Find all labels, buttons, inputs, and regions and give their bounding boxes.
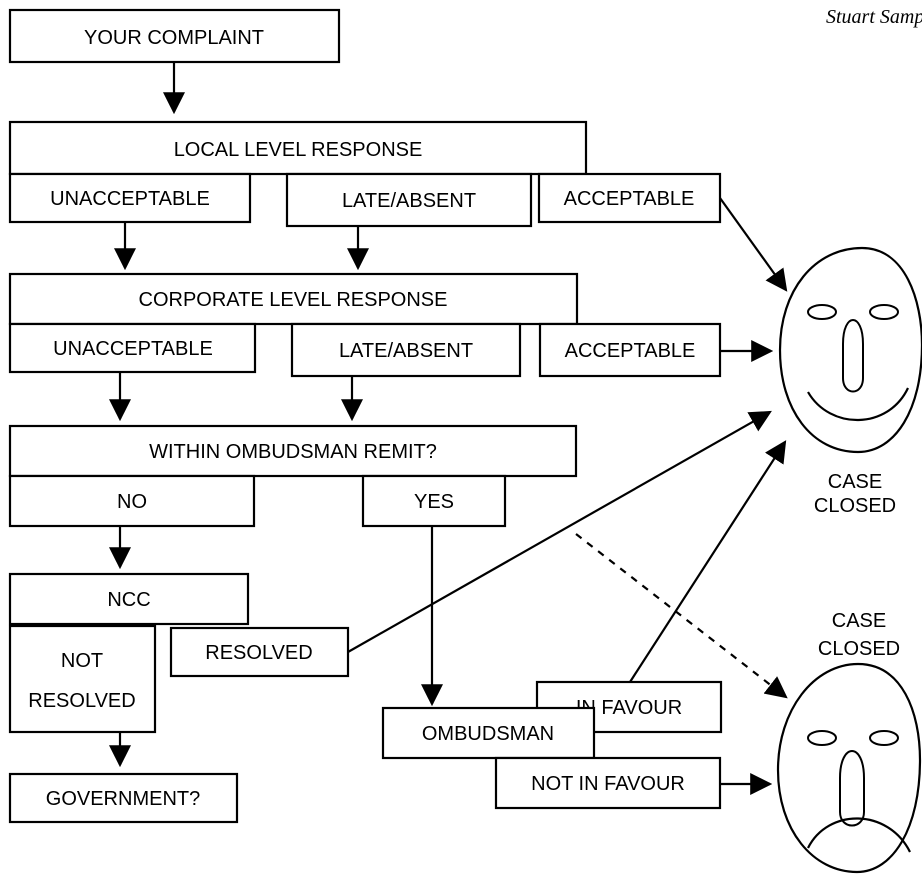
- not-resolved-box: NOT RESOLVED: [8, 624, 157, 734]
- corporate-level-response-label: CORPORATE LEVEL RESPONSE: [139, 289, 448, 311]
- author-credit: Stuart Samps: [826, 6, 922, 28]
- case-closed-happy-line1: CASE: [828, 471, 882, 493]
- corp-late-absent-label: LATE/ABSENT: [339, 340, 473, 362]
- ncc-label: NCC: [107, 589, 150, 611]
- case-closed-sad-line1: CASE: [832, 610, 886, 632]
- local-late-absent-label: LATE/ABSENT: [342, 190, 476, 212]
- remit-no-label: NO: [117, 491, 147, 513]
- happy-face-icon: [778, 246, 922, 454]
- in-favour-label: IN FAVOUR: [576, 697, 682, 719]
- corp-late-absent-box: LATE/ABSENT: [290, 322, 522, 378]
- resolved-box: RESOLVED: [169, 626, 350, 678]
- corp-unacceptable-label: UNACCEPTABLE: [53, 338, 213, 360]
- not-resolved-label-line1: NOT: [61, 650, 103, 672]
- remit-yes-box: YES: [361, 474, 507, 528]
- case-closed-sad-line2: CLOSED: [818, 638, 900, 660]
- local-level-response-box: LOCAL LEVEL RESPONSE: [8, 120, 588, 176]
- local-level-response-label: LOCAL LEVEL RESPONSE: [174, 139, 423, 161]
- resolved-label: RESOLVED: [205, 642, 312, 664]
- local-unacceptable-label: UNACCEPTABLE: [50, 188, 210, 210]
- ombudsman-label: OMBUDSMAN: [422, 723, 554, 745]
- ncc-box: NCC: [8, 572, 250, 626]
- arrow-local-acceptable-to-happy: [719, 197, 788, 292]
- corp-unacceptable-box: UNACCEPTABLE: [8, 322, 257, 374]
- ombudsman-remit-label: WITHIN OMBUDSMAN REMIT?: [149, 441, 437, 463]
- local-unacceptable-box: UNACCEPTABLE: [8, 172, 252, 224]
- local-acceptable-label: ACCEPTABLE: [564, 188, 695, 210]
- ombudsman-remit-box: WITHIN OMBUDSMAN REMIT?: [8, 424, 578, 478]
- corporate-level-response-box: CORPORATE LEVEL RESPONSE: [8, 272, 579, 326]
- corp-acceptable-label: ACCEPTABLE: [565, 340, 696, 362]
- local-late-absent-box: LATE/ABSENT: [285, 172, 533, 228]
- not-resolved-label-line2: RESOLVED: [28, 690, 135, 712]
- government-label: GOVERNMENT?: [46, 788, 200, 810]
- not-in-favour-box: NOT IN FAVOUR: [494, 756, 722, 810]
- ombudsman-box: OMBUDSMAN: [381, 706, 596, 760]
- corp-acceptable-box: ACCEPTABLE: [538, 322, 722, 378]
- case-closed-sad-label: CASE CLOSED: [818, 610, 900, 660]
- case-closed-happy-line2: CLOSED: [814, 495, 896, 517]
- local-acceptable-box: ACCEPTABLE: [537, 172, 722, 224]
- remit-yes-label: YES: [414, 491, 454, 513]
- remit-no-box: NO: [8, 474, 256, 528]
- your-complaint-label: YOUR COMPLAINT: [84, 27, 264, 49]
- case-closed-happy-label: CASE CLOSED: [814, 471, 896, 517]
- not-in-favour-label: NOT IN FAVOUR: [531, 773, 685, 795]
- arrow-in-favour-to-happy: [629, 440, 787, 683]
- government-box: GOVERNMENT?: [8, 772, 239, 824]
- your-complaint-box: YOUR COMPLAINT: [8, 8, 341, 64]
- arrow-resolved-to-happy: [347, 410, 772, 653]
- dashed-arrow-to-sad: [575, 533, 788, 699]
- sad-face-icon: [776, 662, 922, 874]
